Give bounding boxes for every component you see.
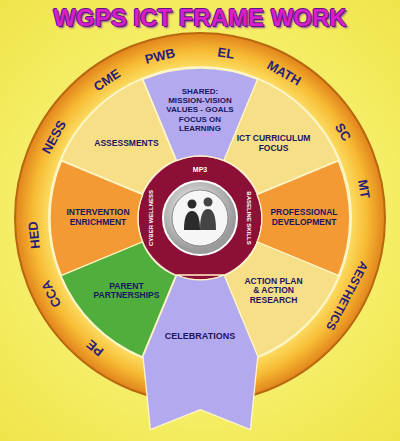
diagram-title: WGPS ICT FRAME WORK: [0, 4, 400, 32]
figure-body: [184, 211, 200, 230]
sector-text: CELEBRATIONS: [165, 331, 235, 341]
ring-label: BASELINE SKILLS: [246, 191, 252, 244]
logo-disc: [163, 181, 237, 255]
subject-label: EL: [217, 45, 235, 60]
maroon-ring: [138, 156, 262, 280]
sector-heading: SHARED:: [159, 87, 241, 96]
ring-label: CYBER WELLNESS: [148, 190, 154, 246]
sector-label: PARENT PARTNERSHIPS: [88, 282, 164, 302]
logo-inner: [172, 190, 228, 246]
sector-label: ICT CURRICULUM FOCUS: [235, 135, 313, 155]
sector-shape: [143, 275, 258, 430]
sector-label: ACTION PLAN & ACTION RESEARCH: [242, 277, 306, 306]
sector-text: ASSESSMENTS: [94, 140, 158, 150]
subject-label: HED: [26, 221, 42, 250]
sector-label: ASSESSMENTS: [94, 140, 158, 150]
sector-text: PROFESSIONAL DEVELOPMENT: [266, 208, 342, 228]
sector-label: INTERVENTION ENRICHMENT: [60, 208, 136, 228]
ring-label: MP3: [193, 166, 207, 173]
sector-text: ICT CURRICULUM FOCUS: [235, 135, 313, 155]
subject-label: MT: [356, 179, 372, 200]
sector-segment: CELEBRATIONS: [143, 275, 258, 430]
figure-head: [188, 200, 197, 209]
sector-label: CELEBRATIONS: [165, 331, 235, 341]
sector-text: ACTION PLAN & ACTION RESEARCH: [242, 277, 306, 306]
sector-label: SHARED:MISSION-VISION VALUES - GOALS FOC…: [159, 87, 241, 133]
sector-fill: [143, 275, 258, 430]
sector-text: INTERVENTION ENRICHMENT: [60, 208, 136, 228]
figure-body: [200, 209, 216, 230]
sector-text: MISSION-VISION VALUES - GOALS FOCUS ON L…: [159, 96, 241, 133]
figure-head: [204, 198, 213, 207]
sector-label: PROFESSIONAL DEVELOPMENT: [266, 208, 342, 228]
sector-text: PARENT PARTNERSHIPS: [88, 282, 164, 302]
